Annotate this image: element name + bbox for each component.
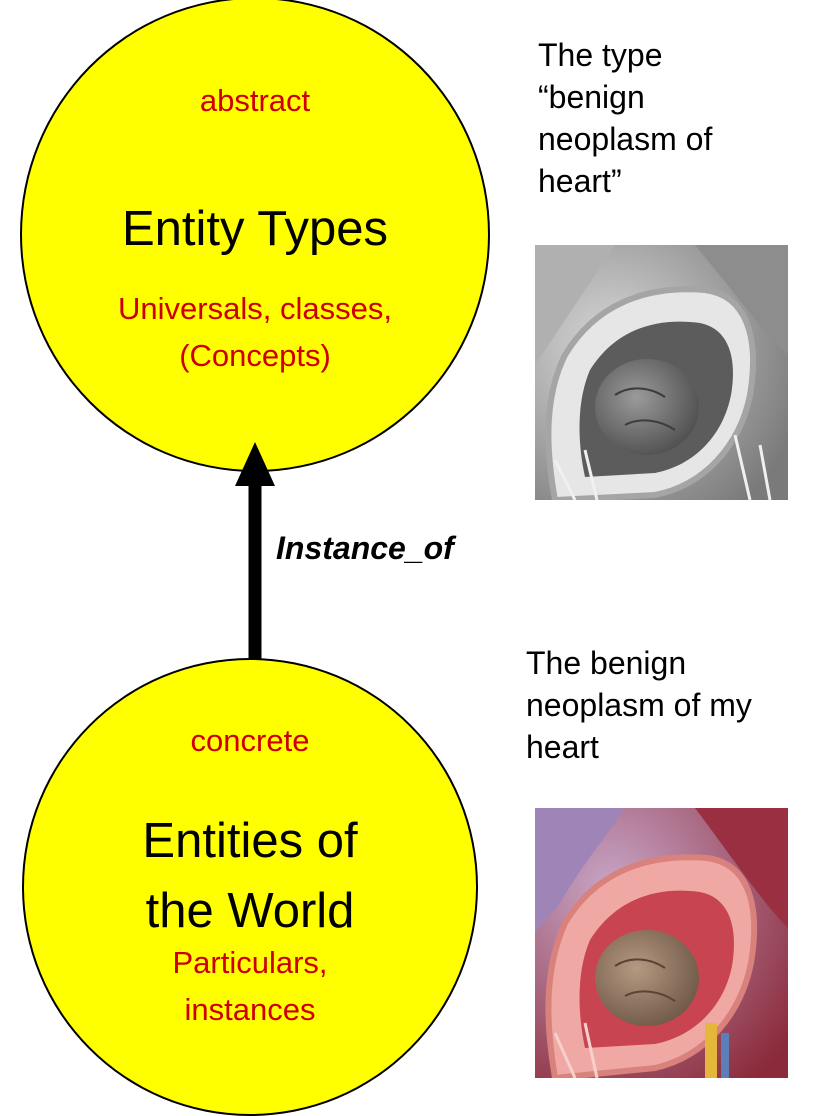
entities-of-title-line2: the World [22, 882, 478, 941]
entities-of-title-line1: Entities of [22, 812, 478, 871]
entity-types-title: Entity Types [30, 200, 480, 259]
heart-illustration-grayscale [535, 245, 788, 500]
heart-illustration-color [535, 808, 788, 1078]
concrete-label: concrete [150, 722, 350, 759]
type-caption: The type “benign neoplasm of heart” [538, 34, 712, 202]
instance-caption: The benign neoplasm of my heart [526, 642, 752, 768]
concepts-label: (Concepts) [30, 337, 480, 374]
particulars-label: Particulars, [22, 944, 478, 981]
universals-label: Universals, classes, [30, 290, 480, 327]
instances-label: instances [22, 991, 478, 1028]
instance-of-arrow [230, 440, 280, 660]
instance-of-label: Instance_of [276, 530, 454, 567]
abstract-label: abstract [155, 82, 355, 119]
